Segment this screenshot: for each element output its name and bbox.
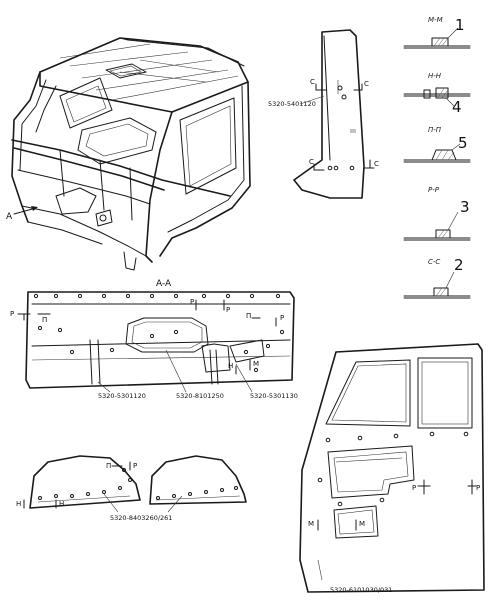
callout-4: 4 — [452, 98, 462, 116]
floor-bolts — [33, 293, 285, 373]
floor-panel-view: Р П Р Р П Р Н М 5320-5301120 5320-810125… — [10, 291, 298, 400]
section-name-p: Р-Р — [428, 186, 440, 194]
wheel-arch-panels: П Р Н Н 5320-8403260/261 — [16, 455, 247, 522]
cut-mark-m-door: М — [308, 520, 314, 528]
cut-mark-p-top: Р — [190, 298, 194, 306]
callout-2: 2 — [454, 256, 464, 274]
part-number-back-panel: 5320-5401120 — [268, 100, 316, 108]
section-name-n: Н-Н — [428, 72, 442, 80]
cut-mark-p-top-right: Р — [226, 306, 230, 314]
cut-mark-pi-arch: П — [106, 462, 111, 470]
cut-mark-c-lower-right: С — [374, 160, 379, 168]
cut-mark-p-left: Р — [10, 310, 14, 318]
cab-isometric-view: A A-A — [6, 37, 251, 289]
cut-mark-c-upper-right: С — [364, 80, 369, 88]
cut-mark-m-door-b: М — [359, 520, 365, 528]
cut-mark-n-a: Н — [228, 362, 233, 370]
cut-mark-c-upper: С — [310, 78, 315, 86]
back-panel-view: С С С С 5320-5401120 — [268, 29, 379, 199]
callout-1: 1 — [455, 16, 465, 34]
part-number-wheel-arch: 5320-8403260/261 — [110, 514, 172, 522]
callout-3: 3 — [460, 198, 470, 216]
cut-mark-p-arch: Р — [133, 462, 137, 470]
section-name-m: М-М — [428, 16, 443, 24]
cut-mark-n-arch-b: Н — [59, 500, 64, 508]
section-details: М-М 1 Н-Н 4 П-П 5 Р-Р 3 С-С — [403, 16, 471, 299]
part-number-floor-center: 5320-8101250 — [176, 392, 224, 400]
cut-mark-p-door-right: Р — [476, 484, 480, 492]
view-label: A-A — [156, 279, 172, 289]
door-view: Р Р М М 5320-6101030/031 — [299, 343, 485, 594]
cut-mark-p-door: Р — [412, 484, 416, 492]
cut-mark-c-lower: С — [309, 158, 314, 166]
cut-mark-pi-right: П — [246, 312, 251, 320]
cut-mark-n-arch: Н — [16, 500, 21, 508]
part-number-floor-left: 5320-5301120 — [98, 392, 146, 400]
cut-mark-pi-left: П — [42, 316, 47, 324]
section-name-c: С-С — [428, 258, 440, 266]
part-number-floor-right: 5320-5301130 — [250, 392, 298, 400]
part-number-door: 5320-6101030/031 — [330, 586, 392, 594]
cut-mark-p-right: Р — [280, 314, 284, 322]
callout-5: 5 — [458, 134, 468, 152]
arrow-label: A — [6, 212, 13, 222]
cut-mark-m: М — [253, 360, 259, 368]
section-name-pi: П-П — [428, 126, 442, 134]
